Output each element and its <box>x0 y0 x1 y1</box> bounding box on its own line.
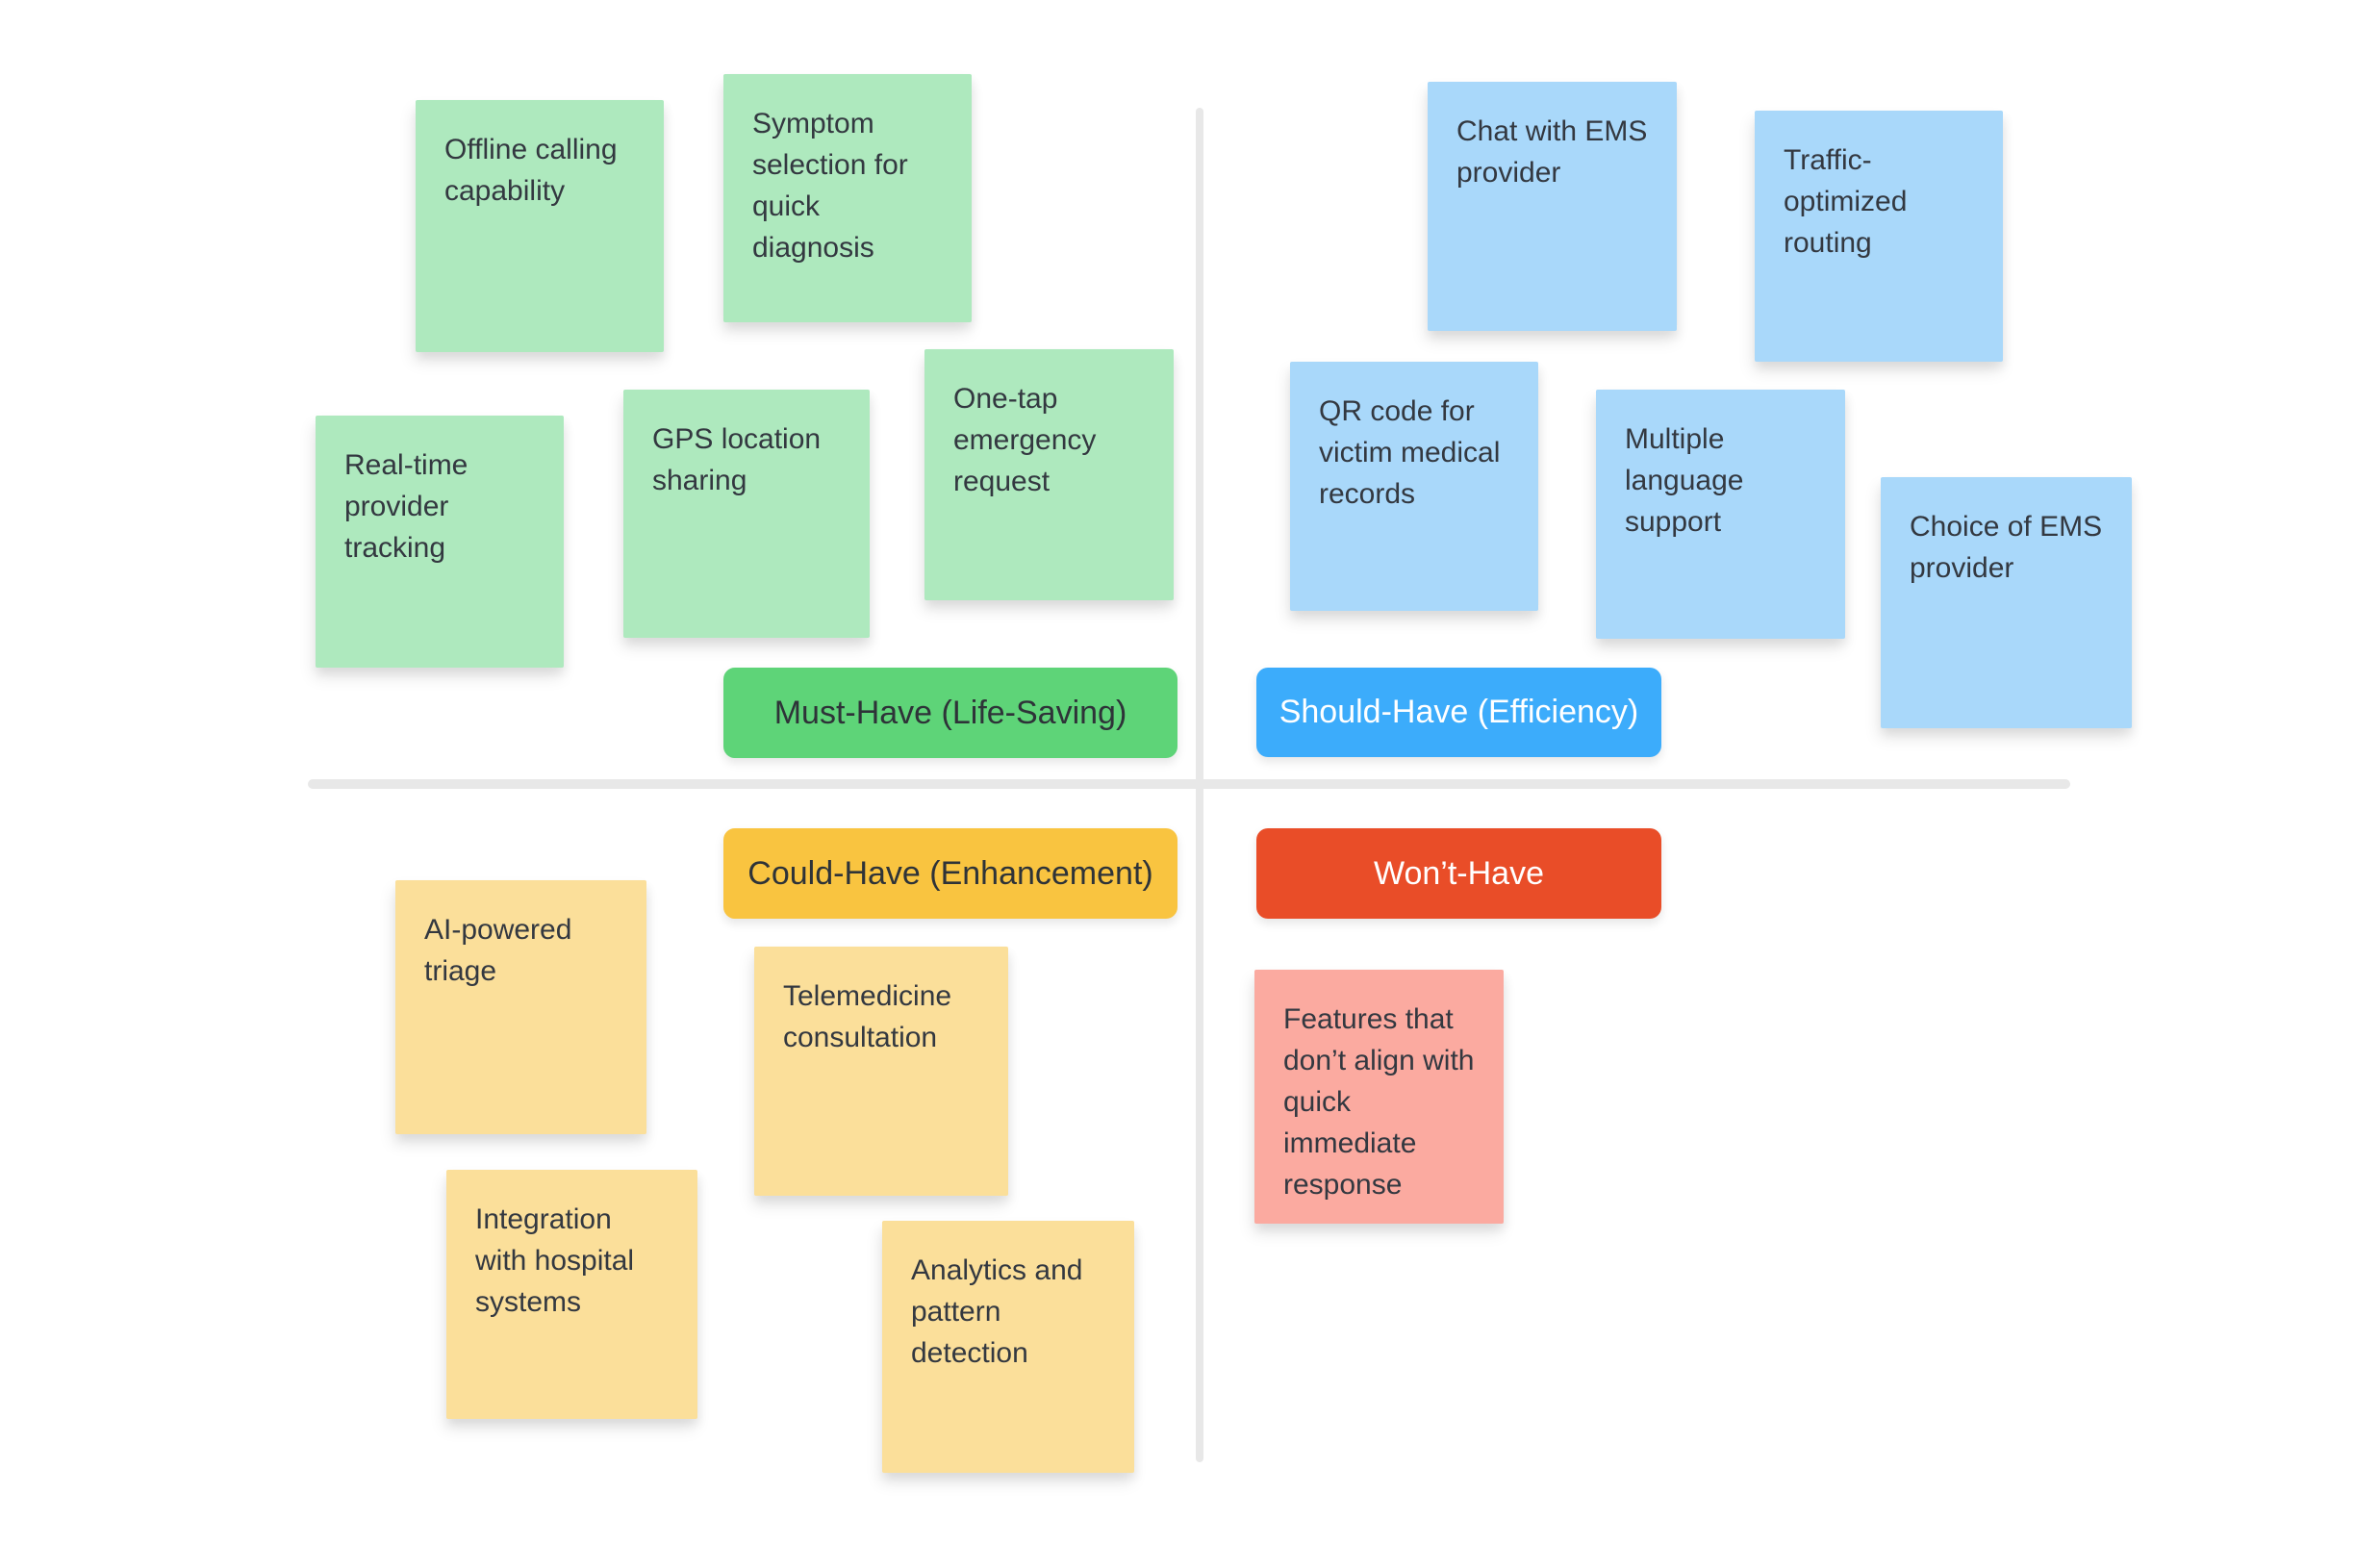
sticky-note-gps-location[interactable]: GPS location sharing <box>623 390 870 638</box>
category-label-could-have[interactable]: Could-Have (Enhancement) <box>723 828 1177 919</box>
sticky-note-chat-with-ems[interactable]: Chat with EMS provider <box>1428 82 1677 331</box>
sticky-note-offline-calling[interactable]: Offline calling capability <box>416 100 664 352</box>
sticky-note-qr-code-records[interactable]: QR code for victim medical records <box>1290 362 1538 611</box>
sticky-note-ai-triage[interactable]: AI-powered triage <box>395 880 646 1134</box>
category-label-must-have[interactable]: Must-Have (Life-Saving) <box>723 668 1177 758</box>
sticky-note-multiple-language[interactable]: Multiple language support <box>1596 390 1845 639</box>
sticky-note-analytics-patterns[interactable]: Analytics and pattern detection <box>882 1221 1134 1473</box>
sticky-note-symptom-selection[interactable]: Symptom selection for quick diagnosis <box>723 74 972 322</box>
sticky-note-traffic-routing[interactable]: Traffic-optimized routing <box>1755 111 2003 362</box>
sticky-note-real-time-tracking[interactable]: Real-time provider tracking <box>316 416 564 668</box>
horizontal-divider-line <box>308 779 2070 789</box>
sticky-note-choice-of-ems[interactable]: Choice of EMS provider <box>1881 477 2132 728</box>
sticky-note-hospital-integration[interactable]: Integration with hospital systems <box>446 1170 697 1419</box>
sticky-note-telemedicine[interactable]: Telemedicine consultation <box>754 947 1008 1196</box>
sticky-note-nonaligned-features[interactable]: Features that don’t align with quick imm… <box>1254 970 1504 1224</box>
sticky-note-one-tap-emergency[interactable]: One-tap emergency request <box>924 349 1174 600</box>
category-label-wont-have[interactable]: Won’t-Have <box>1256 828 1661 919</box>
category-label-should-have[interactable]: Should-Have (Efficiency) <box>1256 668 1661 757</box>
